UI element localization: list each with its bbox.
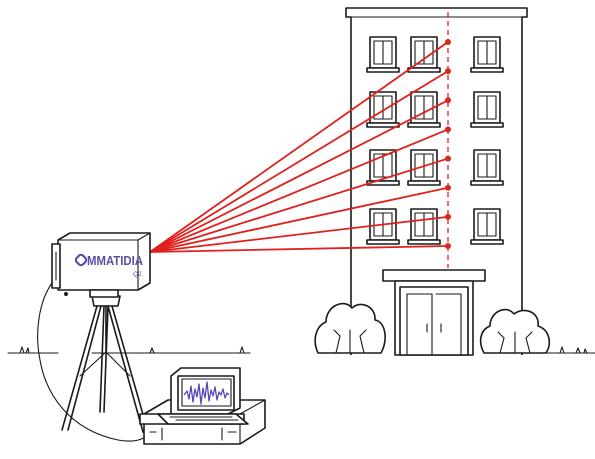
device-model: Q2 — [133, 271, 142, 278]
building-window — [471, 150, 503, 185]
building-window — [471, 209, 503, 244]
building-window — [367, 37, 399, 72]
measurement-point — [445, 126, 451, 132]
measurement-point — [445, 68, 451, 74]
device-brand: MMATIDIA — [87, 254, 143, 268]
measurement-point — [445, 185, 451, 191]
measurement-point — [445, 97, 451, 103]
building-window — [471, 37, 503, 72]
building-window — [471, 92, 503, 127]
building-window — [408, 209, 440, 244]
measurement-point — [445, 156, 451, 162]
tripod-icon — [62, 296, 148, 432]
building-window — [367, 92, 399, 127]
measurement-point — [445, 214, 451, 220]
measurement-point — [445, 39, 451, 45]
laptop-icon — [158, 368, 248, 424]
measurement-point — [445, 243, 451, 249]
building-window — [408, 92, 440, 127]
building-window — [408, 150, 440, 185]
